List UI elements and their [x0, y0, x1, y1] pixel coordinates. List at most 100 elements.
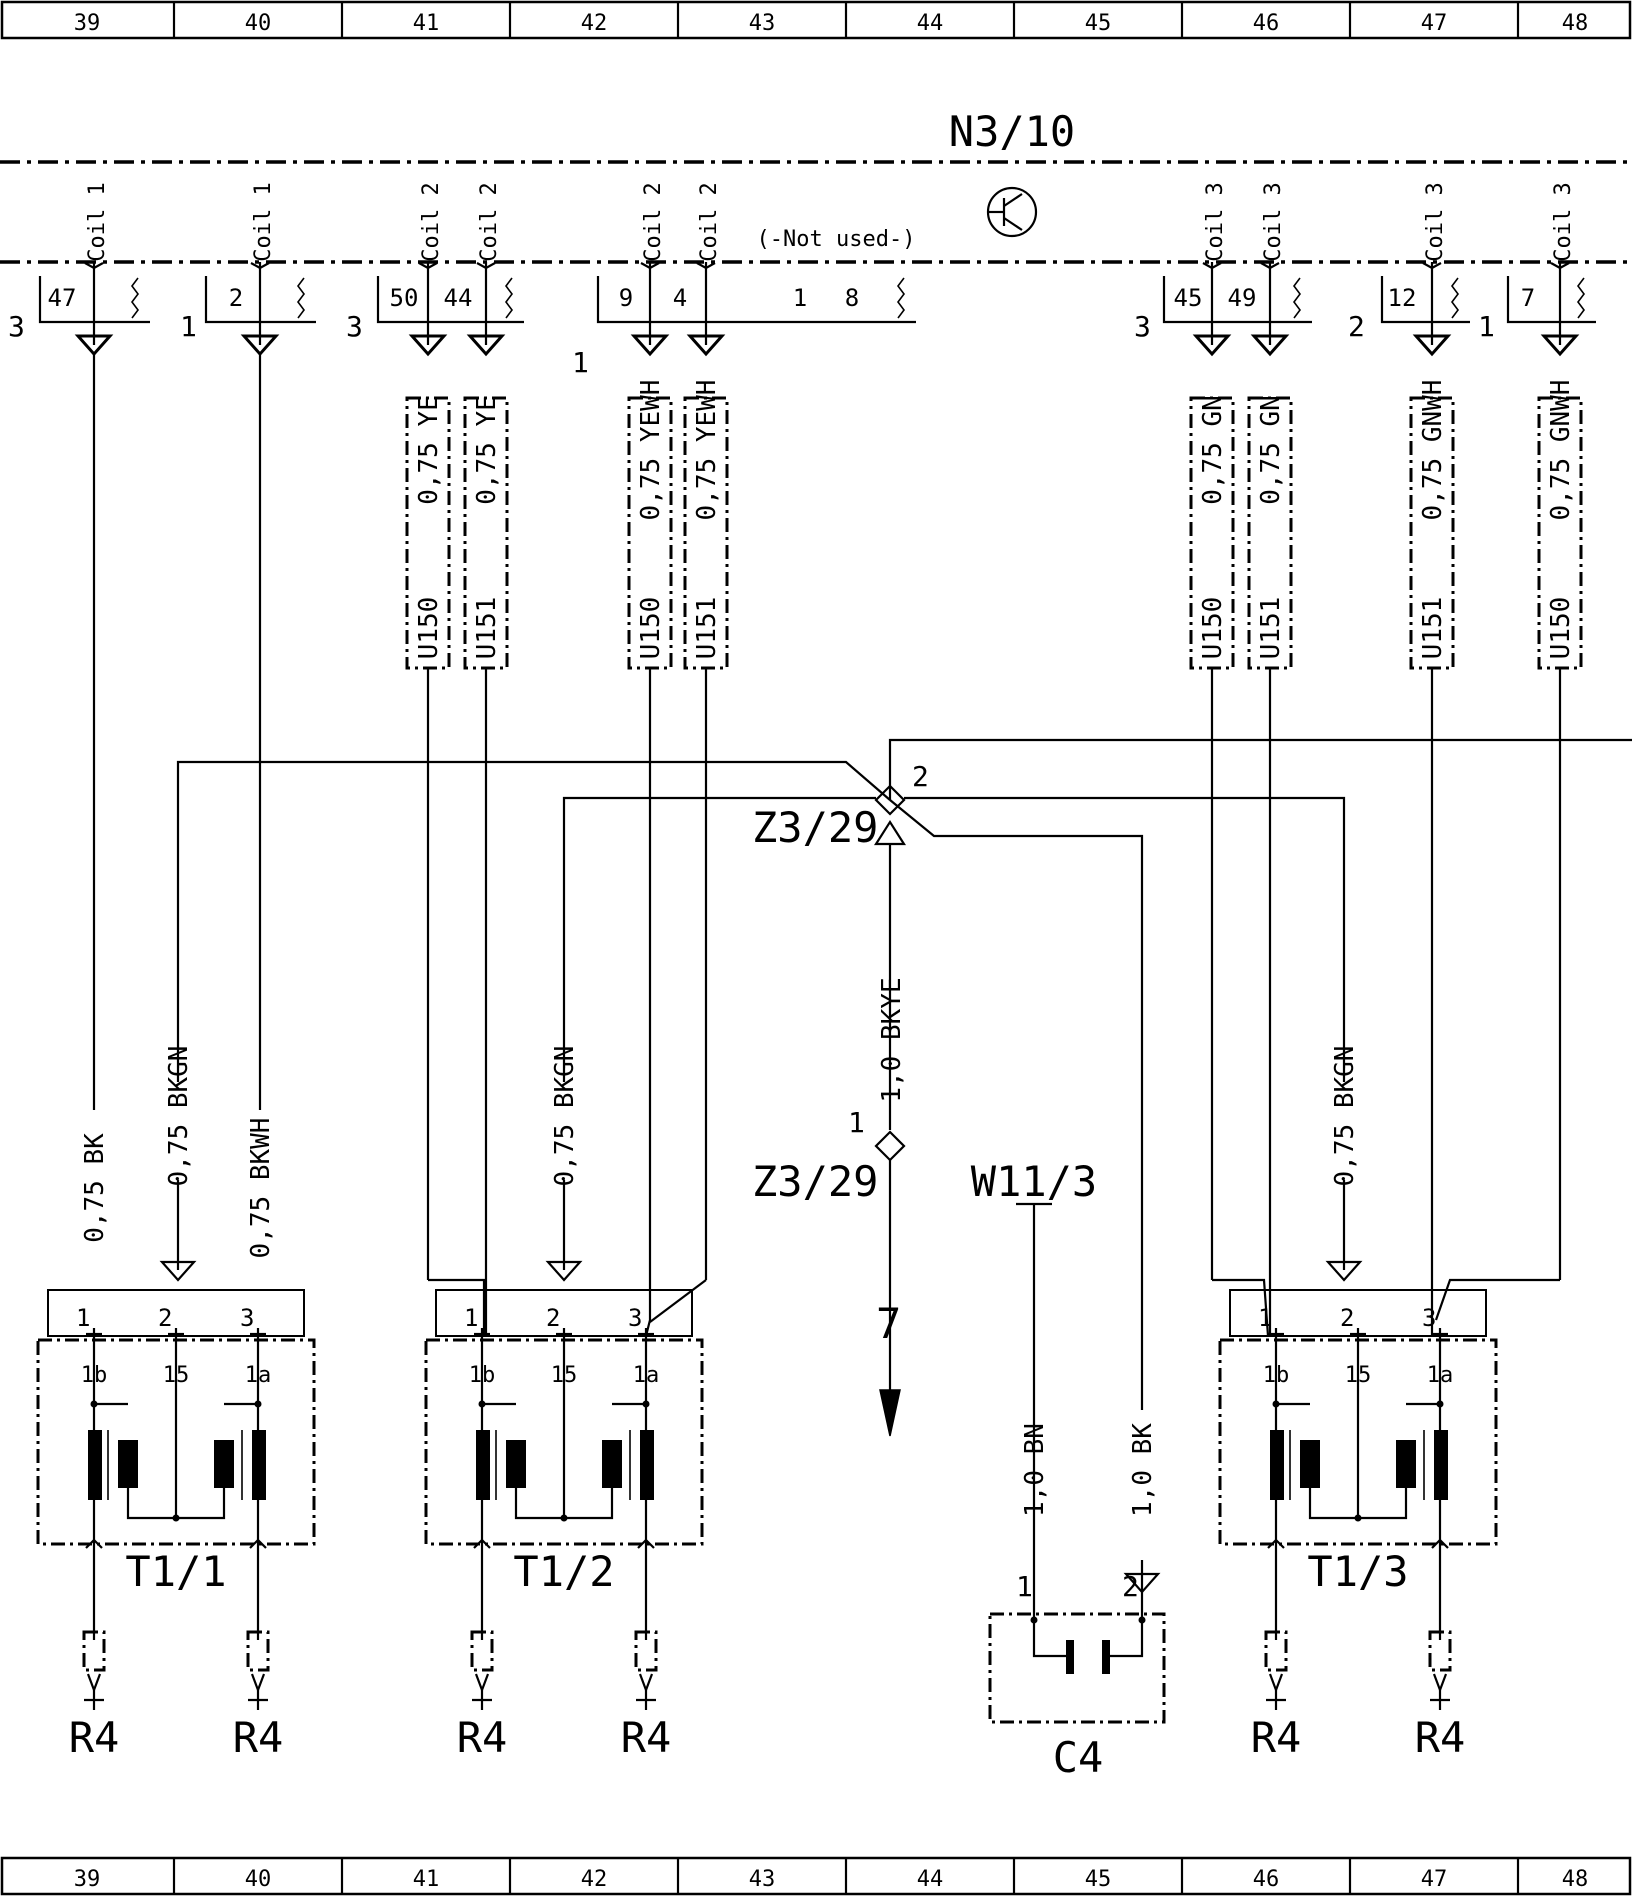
connector-bracket [1506, 276, 1596, 324]
pin-contact [418, 262, 438, 270]
connector-pin-number: 1 [793, 284, 807, 312]
junction-dot [1138, 1616, 1146, 1624]
splice-node-icon [874, 1130, 906, 1162]
wire-spec-label: 0,75 YE [414, 395, 444, 505]
connector-pin-number: 50 [390, 284, 419, 312]
capacitor-pin: 1 [1016, 1570, 1033, 1603]
coil-terminal-label: Coil 1 [251, 182, 276, 261]
coil-terminal: 15 [551, 1363, 578, 1388]
splice-pin-label: 1 [848, 1106, 865, 1139]
coil-terminal: 15 [1345, 1363, 1372, 1388]
splice-arrow-icon [873, 819, 907, 846]
winding-coil-icon [506, 1440, 526, 1488]
coil-pack-pin: 3 [1422, 1304, 1436, 1332]
pin-contact [1550, 262, 1570, 270]
junction-dot [254, 1400, 262, 1408]
wire-path [889, 799, 1144, 1410]
wire-spec-label: 0,75 GN [1256, 395, 1286, 505]
ht-terminal [1267, 1538, 1285, 1549]
grid-column-number: 39 [74, 11, 101, 36]
connector-bracket [38, 276, 150, 324]
capacitor-plate-icon [1102, 1640, 1110, 1674]
winding-coil-icon [1270, 1430, 1284, 1500]
winding-coil-icon [214, 1440, 234, 1488]
wire-spec-label: 0,75 YEWH [636, 380, 666, 521]
coil-pack-pin: 3 [240, 1304, 254, 1332]
connector-pin-number: 2 [229, 284, 243, 312]
shield-wire-label: 1,0 BK [1128, 1423, 1158, 1517]
internal-squiggle [897, 277, 905, 319]
connector-group-number: 1 [572, 346, 589, 379]
module-label: U150 [636, 597, 666, 660]
winding-coil-icon [118, 1440, 138, 1488]
coil-terminal-label: Coil 2 [641, 182, 666, 261]
winding-lead [1274, 1404, 1442, 1430]
grid-column-number: 43 [749, 1867, 776, 1892]
wire-spec-label: 0,75 GNWH [1418, 380, 1448, 521]
internal-squiggle [1293, 277, 1301, 319]
grid-column-number: 43 [749, 11, 776, 36]
grid-column-number: 41 [413, 1867, 440, 1892]
module-label: U150 [1546, 597, 1576, 660]
junction-dot [642, 1400, 650, 1408]
junction-dot [560, 1514, 568, 1522]
connector-pin-number: 47 [48, 284, 77, 312]
winding-coil-icon [476, 1430, 490, 1500]
connector-pin-number: 8 [845, 284, 859, 312]
connector-pin-number: 4 [673, 284, 687, 312]
not-used-note: (-Not used-) [757, 227, 916, 252]
spark-plug-label: R4 [233, 1713, 284, 1762]
coil-pack-pin: 2 [546, 1304, 560, 1332]
coil-terminal-label: Coil 2 [697, 182, 722, 261]
winding-lead [480, 1404, 648, 1430]
grid-column-number: 40 [245, 11, 272, 36]
wire-spec-label: 0,75 GNWH [1546, 380, 1576, 521]
connector-group-number: 3 [8, 310, 25, 343]
coil-pack-pin: 2 [1340, 1304, 1354, 1332]
pin-contact [476, 262, 496, 270]
coil-terminal-label: Coil 2 [419, 182, 444, 261]
spark-plug-icon [1428, 1630, 1452, 1672]
ht-terminal [85, 1538, 103, 1549]
grid-column-number: 46 [1253, 11, 1280, 36]
connector-pin-number: 12 [1388, 284, 1417, 312]
grid-column-number: 42 [581, 11, 608, 36]
wire-path [176, 760, 891, 1082]
wire-path [428, 1278, 486, 1336]
coil-terminal-label: Coil 3 [1261, 182, 1286, 261]
grid-column-number: 45 [1085, 1867, 1112, 1892]
internal-squiggle [1577, 277, 1585, 319]
capacitor-lead [1032, 1620, 1072, 1658]
winding-coil-icon [1434, 1430, 1448, 1500]
shield-wire-label: 1,0 BN [1020, 1423, 1050, 1517]
wire-spec-label: 0,75 YEWH [692, 380, 722, 521]
module-label: U151 [472, 597, 502, 660]
spark-plug-label: R4 [1415, 1713, 1466, 1762]
spark-plug-label: R4 [1251, 1713, 1302, 1762]
connector-pin-number: 7 [1521, 284, 1535, 312]
wire-spec-label: 0,75 BK [80, 1133, 110, 1243]
wire-spec-label: 0,75 GN [1198, 395, 1228, 505]
connector-group-number: 1 [1478, 310, 1495, 343]
module-label: U150 [414, 597, 444, 660]
winding-lead [92, 1404, 260, 1430]
wire-path [904, 796, 1346, 1082]
module-label: U151 [1256, 597, 1286, 660]
bkgn-wire-label: 0,75 BKGN [164, 1046, 194, 1187]
splice-label: Z3/29 [752, 803, 878, 852]
grid-column-number: 46 [1253, 1867, 1280, 1892]
spark-plug-label: R4 [621, 1713, 672, 1762]
pin-contact [696, 262, 716, 270]
grid-column-number: 48 [1562, 11, 1589, 36]
capacitor-label: C4 [1053, 1733, 1104, 1782]
grid-column-number: 42 [581, 1867, 608, 1892]
pin-contact [84, 262, 104, 270]
coil-pack-pin: 2 [158, 1304, 172, 1332]
capacitor-lead [1110, 1620, 1144, 1658]
ht-terminal [249, 1538, 267, 1549]
coil-terminal-label: Coil 2 [477, 182, 502, 261]
winding-coil-icon [1396, 1440, 1416, 1488]
shield-label: W11/3 [971, 1157, 1097, 1206]
grid-column-number: 44 [917, 1867, 944, 1892]
spark-plug-icon [250, 1673, 266, 1694]
